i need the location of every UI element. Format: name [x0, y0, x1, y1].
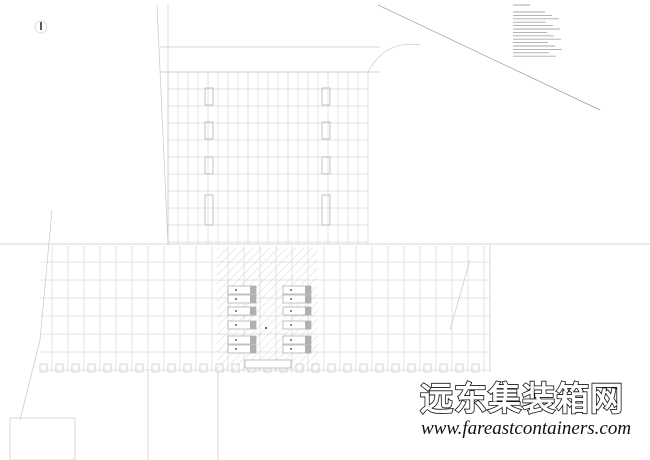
bollard — [103, 363, 112, 373]
container-end — [305, 336, 311, 344]
container-end — [305, 307, 311, 315]
center-marker — [265, 327, 267, 329]
bollard — [391, 363, 400, 373]
container-label-dot — [235, 339, 237, 341]
watermark-url: www.fareastcontainers.com — [421, 418, 632, 439]
container-label-dot — [290, 310, 292, 312]
container-label-dot — [235, 348, 237, 350]
window — [321, 87, 331, 106]
container-end — [305, 345, 311, 353]
bollard — [199, 363, 208, 373]
window — [321, 121, 331, 140]
bollard — [135, 363, 144, 373]
container-end — [250, 307, 256, 315]
container-label-dot — [290, 324, 292, 326]
container-end — [250, 286, 256, 294]
bollard — [407, 363, 416, 373]
container-end — [305, 321, 311, 329]
container-end — [250, 295, 256, 303]
window — [321, 194, 331, 226]
container-end — [250, 336, 256, 344]
container-end — [250, 345, 256, 353]
container-label-dot — [235, 324, 237, 326]
bollard — [455, 363, 464, 373]
bollard — [183, 363, 192, 373]
container-label-dot — [290, 298, 292, 300]
container-end — [250, 321, 256, 329]
bollard — [439, 363, 448, 373]
container-label-dot — [290, 289, 292, 291]
watermark-logo-chinese: 远东集装箱网 — [419, 378, 624, 419]
bollard — [343, 363, 352, 373]
containers — [227, 285, 312, 369]
bollard — [151, 363, 160, 373]
window — [204, 121, 214, 140]
bollard — [375, 363, 384, 373]
container-label-dot — [290, 348, 292, 350]
container-label-dot — [235, 298, 237, 300]
building-grid — [167, 71, 369, 244]
bollard — [231, 363, 240, 373]
container-label-dot — [235, 310, 237, 312]
bollard — [295, 363, 304, 373]
bollard — [71, 363, 80, 373]
plaza-grid — [39, 246, 490, 373]
bollard — [39, 363, 48, 373]
bollard — [359, 363, 368, 373]
bollard — [55, 363, 64, 373]
container-end — [305, 295, 311, 303]
window — [321, 156, 331, 175]
window — [204, 194, 214, 226]
bollard — [87, 363, 96, 373]
container-end — [305, 286, 311, 294]
bollard — [311, 363, 320, 373]
bollard — [327, 363, 336, 373]
container-label-dot — [235, 289, 237, 291]
bollard — [423, 363, 432, 373]
north-arrow-icon — [34, 20, 48, 34]
legend — [513, 4, 562, 57]
window — [204, 87, 214, 106]
container-label-dot — [290, 339, 292, 341]
container-long — [244, 359, 292, 369]
bollard — [215, 363, 224, 373]
window — [204, 156, 214, 175]
bollard — [471, 363, 480, 373]
bollard — [119, 363, 128, 373]
bollard — [167, 363, 176, 373]
